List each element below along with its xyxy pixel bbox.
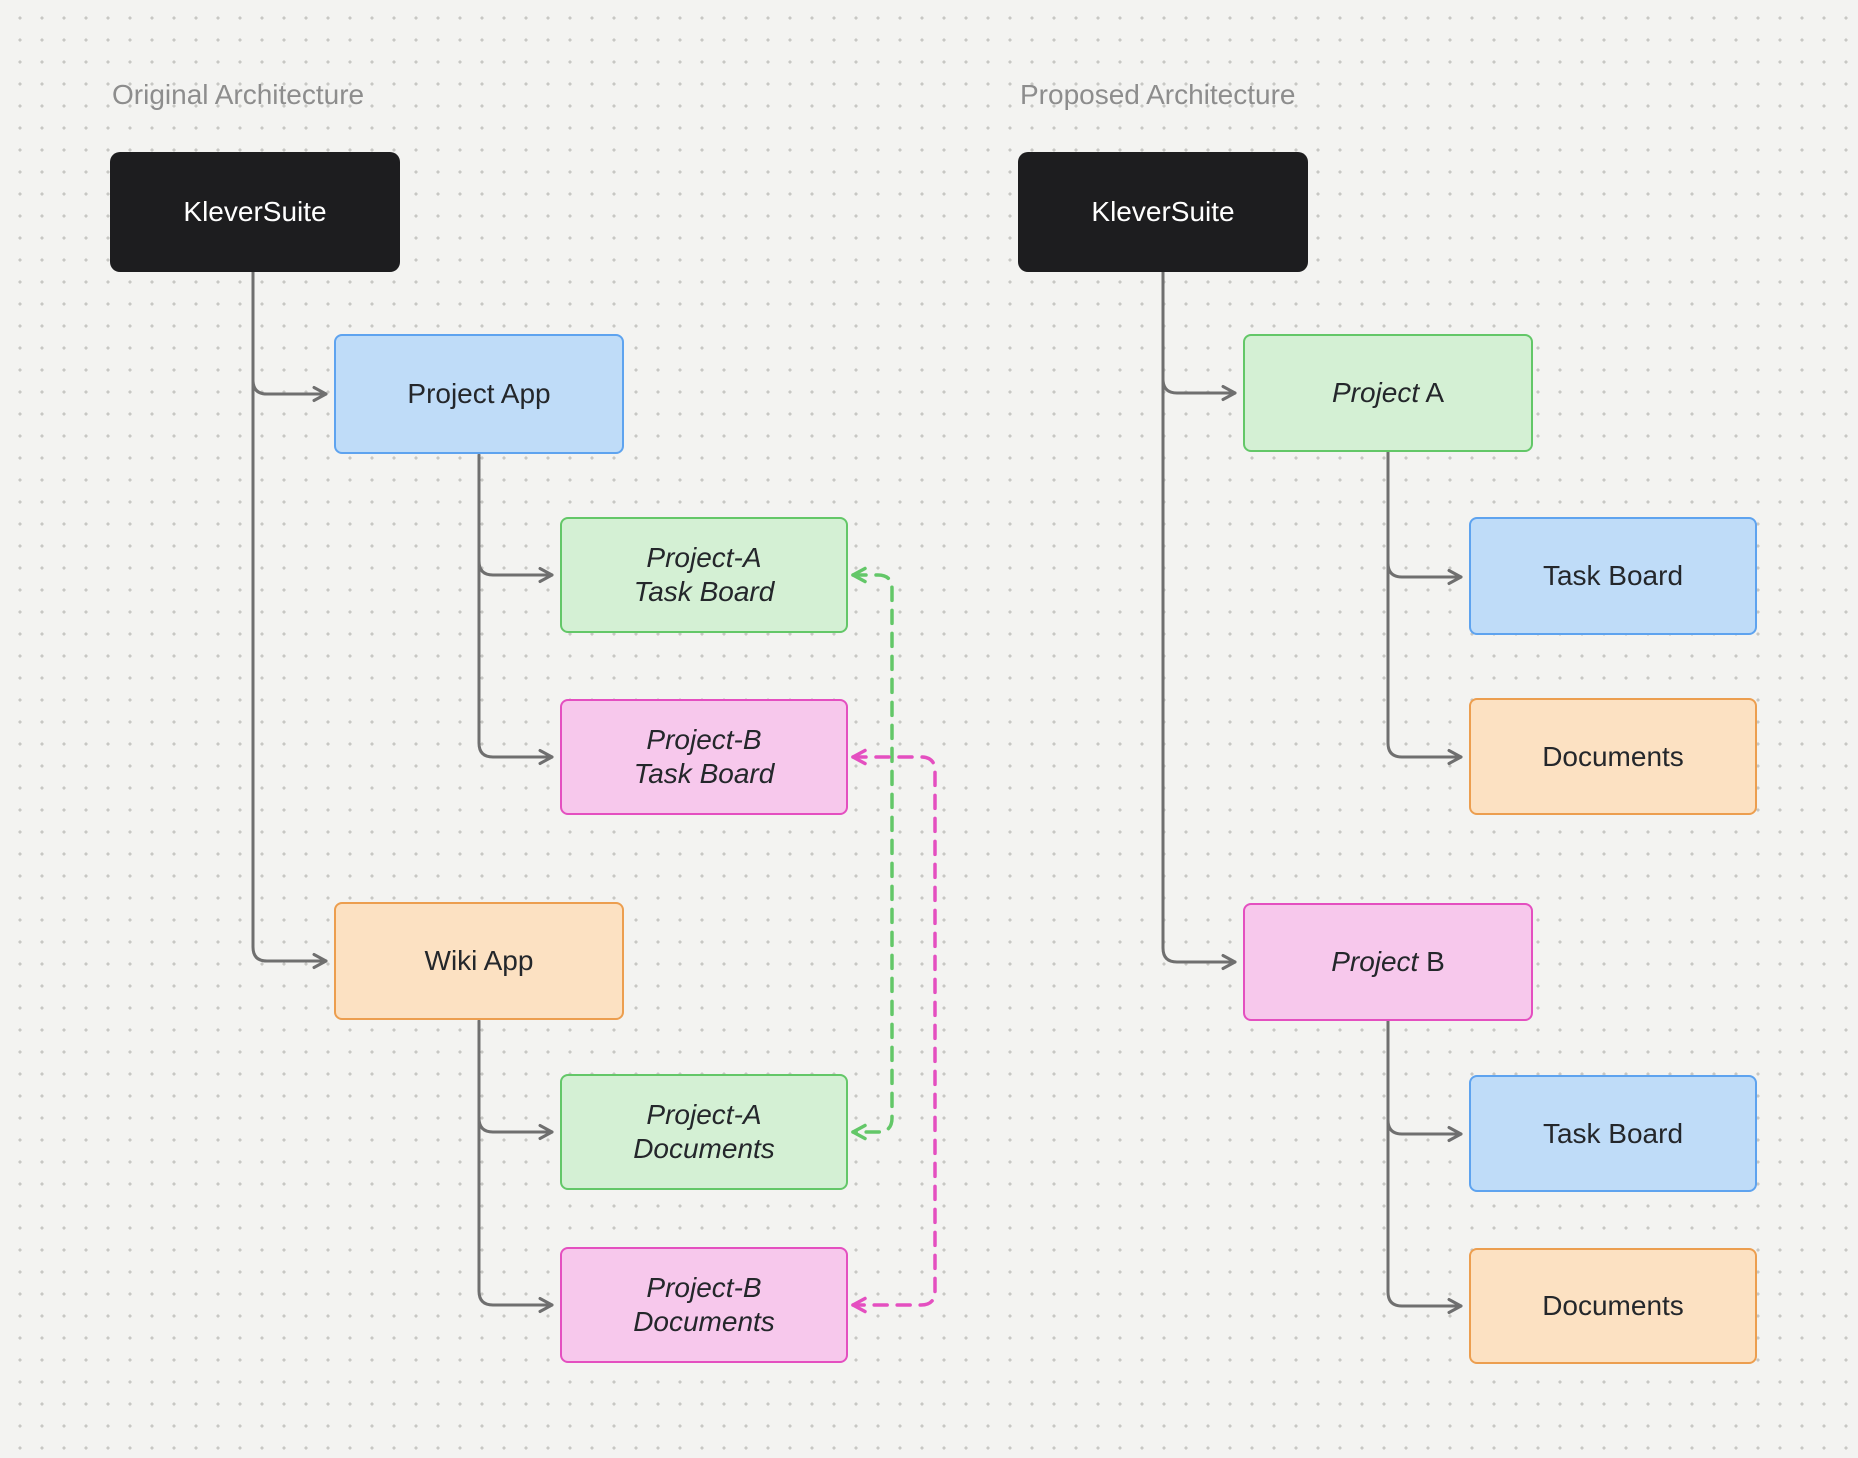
arrow-kleversuite-to-project-app xyxy=(251,378,328,402)
arrow-kleversuite-to-wiki-app xyxy=(251,270,328,969)
arrow-wiki-app-to-project-a-documents xyxy=(477,1116,554,1140)
node-label: Documents xyxy=(1542,740,1684,772)
node-label: Project-A Task Board xyxy=(633,542,775,607)
arrow-project-app-to-project-a-task-board xyxy=(477,559,554,583)
arrow-project-b-to-documents xyxy=(1386,1019,1463,1314)
arrow-project-a-to-documents xyxy=(1386,450,1463,765)
arrow-kleversuite-to-project-a xyxy=(1161,377,1237,401)
dashed-link-project-a-task-board-documents xyxy=(851,566,894,1141)
node-project-a-documents-proposed: Documents xyxy=(1469,698,1757,815)
node-project-a-documents: Project-A Documents xyxy=(560,1074,848,1190)
node-label: Project-A Documents xyxy=(633,1099,775,1164)
node-project-a: Project A xyxy=(1243,334,1533,452)
node-project-a-task-board-proposed: Task Board xyxy=(1469,517,1757,635)
proposed-architecture-title: Proposed Architecture xyxy=(1020,79,1296,110)
node-label: Project App xyxy=(407,378,551,409)
node-project-app: Project App xyxy=(334,334,624,454)
node-label: Task Board xyxy=(1542,560,1684,591)
node-kleversuite-original: KleverSuite xyxy=(110,152,400,272)
node-project-a-task-board: Project-A Task Board xyxy=(560,517,848,633)
node-project-b-task-board: Project-B Task Board xyxy=(560,699,848,815)
node-project-b-documents: Project-B Documents xyxy=(560,1247,848,1363)
arrow-project-b-to-task-board xyxy=(1386,1118,1463,1142)
original-architecture-title: Original Architecture xyxy=(112,79,365,110)
node-wiki-app: Wiki App xyxy=(334,902,624,1020)
node-label: Project A xyxy=(1331,377,1445,408)
node-label: Project-B Task Board xyxy=(633,724,775,789)
node-project-b: Project B xyxy=(1243,903,1533,1021)
node-kleversuite-proposed: KleverSuite xyxy=(1018,152,1308,272)
arrow-project-a-to-task-board xyxy=(1386,561,1463,585)
node-label: Project-B Documents xyxy=(633,1272,775,1337)
arrow-wiki-app-to-project-b-documents xyxy=(477,1019,554,1313)
dashed-link-project-b-task-board-documents xyxy=(851,748,937,1314)
node-label: KleverSuite xyxy=(1091,196,1235,227)
node-project-b-documents-proposed: Documents xyxy=(1469,1248,1757,1364)
arrow-kleversuite-to-project-b xyxy=(1161,270,1237,970)
node-label: Task Board xyxy=(1542,1117,1684,1149)
arrow-project-app-to-project-b-task-board xyxy=(477,453,554,765)
node-label: Wiki App xyxy=(424,945,534,976)
node-project-b-task-board-proposed: Task Board xyxy=(1469,1075,1757,1192)
node-label: KleverSuite xyxy=(183,196,327,227)
node-label: Documents xyxy=(1542,1290,1684,1321)
node-label: Project B xyxy=(1331,946,1445,977)
